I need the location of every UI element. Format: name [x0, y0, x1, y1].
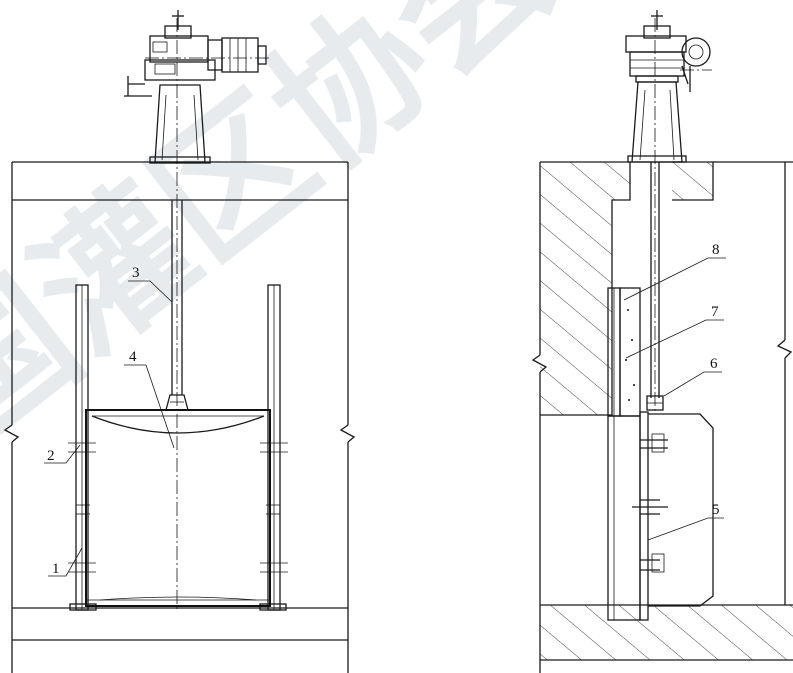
callout-7: 7: [625, 304, 724, 359]
part-label-1: 1: [52, 561, 60, 577]
part-label-8: 8: [712, 242, 720, 258]
callout-3: 3: [128, 265, 173, 303]
channel-walls-left: [3, 161, 356, 673]
guide-frame-right: [259, 284, 288, 611]
callout-5: 5: [647, 502, 724, 541]
hoist-stem-left: [165, 18, 189, 612]
embedded-frame: [607, 287, 641, 417]
gate-leaf: [85, 409, 271, 607]
front-elevation-view: 1 2 3 4: [3, 10, 356, 673]
part-label-6: 6: [710, 356, 718, 372]
hoist-column-right: [627, 81, 687, 163]
callout-6: 6: [663, 356, 722, 397]
side-section-view: 5 6 7 8: [531, 10, 793, 673]
part-label-4: 4: [129, 349, 137, 365]
part-label-3: 3: [132, 265, 140, 281]
guide-frame-left: [68, 284, 97, 611]
callout-1: 1: [48, 547, 83, 577]
hoist-machine-left: [124, 10, 270, 97]
hoist-column-left: [149, 84, 211, 164]
part-label-2: 2: [47, 448, 55, 464]
part-label-5: 5: [712, 502, 720, 518]
callout-8: 8: [623, 242, 726, 301]
hoist-machine-right: [625, 10, 712, 92]
callout-4: 4: [124, 349, 175, 449]
callout-2: 2: [44, 444, 81, 464]
hoist-stem-right: [646, 18, 664, 412]
concrete-section: [540, 162, 793, 660]
gate-leaf-section: [607, 411, 714, 621]
concrete-outlines: [531, 161, 793, 673]
part-label-7: 7: [711, 304, 719, 320]
